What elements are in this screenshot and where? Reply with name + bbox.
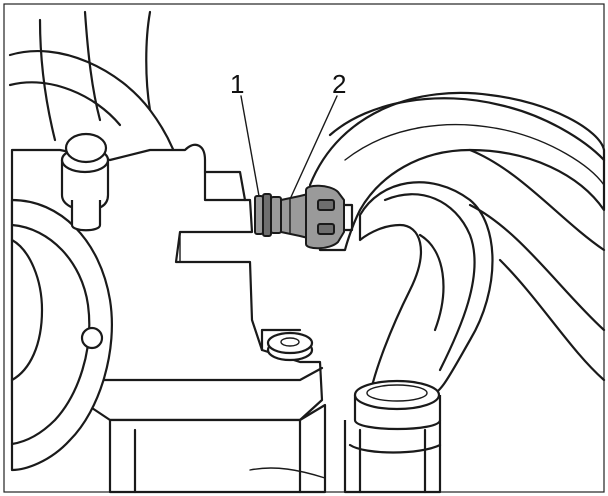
left-round-component xyxy=(10,198,113,472)
callout-label-1: 1 xyxy=(230,69,244,99)
seal-ring-outer xyxy=(254,195,264,235)
lower-hose-clamp xyxy=(343,379,442,494)
seal-ring-inner xyxy=(262,193,272,237)
connector-plug xyxy=(305,184,345,250)
leader-line-2 xyxy=(290,95,338,198)
housing-stud xyxy=(266,331,314,362)
mounting-hole xyxy=(80,326,104,350)
upper-left-pipe xyxy=(8,10,182,172)
connector-assembly xyxy=(254,184,354,250)
callout-leaders xyxy=(240,95,338,198)
callout-label-2: 2 xyxy=(332,69,346,99)
lower-housing xyxy=(108,403,327,494)
leader-line-1 xyxy=(240,95,260,197)
grommet xyxy=(280,193,309,239)
plug-bolt xyxy=(60,132,110,232)
